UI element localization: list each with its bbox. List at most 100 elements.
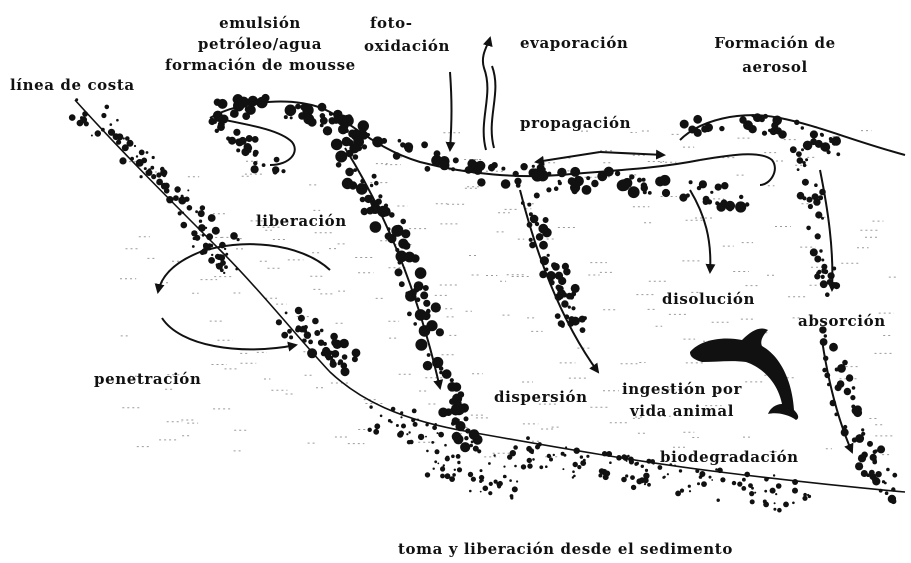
oil-droplet <box>374 181 379 186</box>
oil-droplet <box>764 477 769 482</box>
oil-droplet <box>488 462 491 465</box>
oil-droplet <box>720 477 725 482</box>
oil-droplet <box>423 300 430 307</box>
oil-droplet <box>417 419 419 421</box>
oil-droplet <box>553 454 555 456</box>
oil-droplet <box>562 292 567 297</box>
oil-droplet <box>566 293 573 300</box>
oil-droplet <box>290 116 293 119</box>
oil-droplet <box>763 114 768 119</box>
oil-droplet <box>285 105 297 117</box>
oil-droplet <box>276 319 282 325</box>
oil-droplet <box>352 356 358 362</box>
oil-droplet <box>480 469 483 472</box>
oil-droplet <box>825 292 830 297</box>
oil-droplet <box>739 116 746 123</box>
oil-droplet <box>331 339 338 346</box>
oil-droplet <box>439 371 443 375</box>
oil-droplet <box>616 455 622 461</box>
oil-droplet <box>570 167 580 177</box>
oil-droplet <box>572 188 578 194</box>
oil-droplet <box>527 203 531 207</box>
oil-droplet <box>768 129 771 132</box>
oil-droplet <box>304 325 308 329</box>
oil-droplet <box>422 311 431 320</box>
oil-droplet <box>374 423 380 429</box>
coastline-shape <box>75 100 905 492</box>
oil-droplet <box>821 259 824 262</box>
oil-droplet <box>366 133 370 137</box>
oil-droplet <box>452 432 462 442</box>
oil-droplet <box>837 364 846 373</box>
oil-droplet <box>254 98 258 102</box>
oil-droplet <box>520 163 527 170</box>
oil-droplet <box>200 205 205 210</box>
oil-droplet <box>378 194 382 198</box>
oil-droplet <box>529 238 533 242</box>
oil-droplet <box>455 421 465 431</box>
oil-droplet <box>763 502 769 508</box>
oil-droplet <box>815 233 821 239</box>
oil-droplet <box>360 128 366 134</box>
oil-droplet <box>116 119 119 122</box>
oil-droplet <box>436 328 444 336</box>
oil-droplet <box>580 327 586 333</box>
oil-droplet <box>543 217 549 223</box>
oil-droplet <box>655 177 665 187</box>
oil-droplet <box>855 434 864 443</box>
sediment-label: toma y liberación desde el sedimento <box>398 540 733 559</box>
oil-droplet <box>577 465 581 469</box>
oil-droplet <box>861 428 864 431</box>
oil-droplet <box>539 241 548 250</box>
oil-droplet <box>846 374 853 381</box>
oil-droplet <box>352 349 361 358</box>
oil-droplet <box>443 464 445 466</box>
oil-droplet <box>744 472 750 478</box>
oil-droplet <box>253 150 259 156</box>
oil-droplet <box>262 163 266 167</box>
emulsion-label-line1: emulsión <box>165 14 355 33</box>
oil-droplet <box>844 388 851 395</box>
oil-droplet <box>775 493 777 495</box>
oil-droplet <box>535 222 539 226</box>
oil-droplet <box>289 335 293 339</box>
oil-droplet <box>806 226 811 231</box>
oil-droplet <box>453 157 459 163</box>
oil-droplet <box>636 478 642 484</box>
oil-droplet <box>406 433 408 435</box>
oil-droplet <box>586 455 589 458</box>
oil-droplet <box>454 469 456 471</box>
oil-droplet <box>477 449 481 453</box>
oil-droplet <box>372 174 377 179</box>
oil-droplet <box>741 486 746 491</box>
oil-droplet <box>558 181 562 185</box>
oil-droplet <box>606 451 612 457</box>
oil-droplet <box>477 178 485 186</box>
oil-droplet <box>488 491 492 495</box>
oil-droplet <box>510 494 514 498</box>
oil-droplet <box>805 158 808 161</box>
oil-droplet <box>835 384 842 391</box>
oil-droplet <box>214 114 222 122</box>
oil-droplet <box>693 115 702 124</box>
oil-droplet <box>452 473 456 477</box>
oil-droplet <box>345 168 354 177</box>
oil-droplet <box>426 450 429 453</box>
oil-droplet <box>173 195 179 201</box>
oil-droplet <box>503 466 505 468</box>
oil-droplet <box>130 157 134 161</box>
oil-droplet <box>331 350 339 358</box>
oil-droplet <box>532 458 535 461</box>
oil-droplet <box>813 198 820 205</box>
oil-droplet <box>192 245 195 248</box>
oil-droplet <box>272 166 279 173</box>
oil-droplet <box>412 409 417 414</box>
oil-droplet <box>82 111 88 117</box>
oil-droplet <box>434 150 441 157</box>
oil-droplet <box>527 458 532 463</box>
oil-droplet <box>211 254 213 256</box>
oil-droplet <box>251 165 259 173</box>
oil-droplet <box>411 418 415 422</box>
oil-droplet <box>314 330 320 336</box>
